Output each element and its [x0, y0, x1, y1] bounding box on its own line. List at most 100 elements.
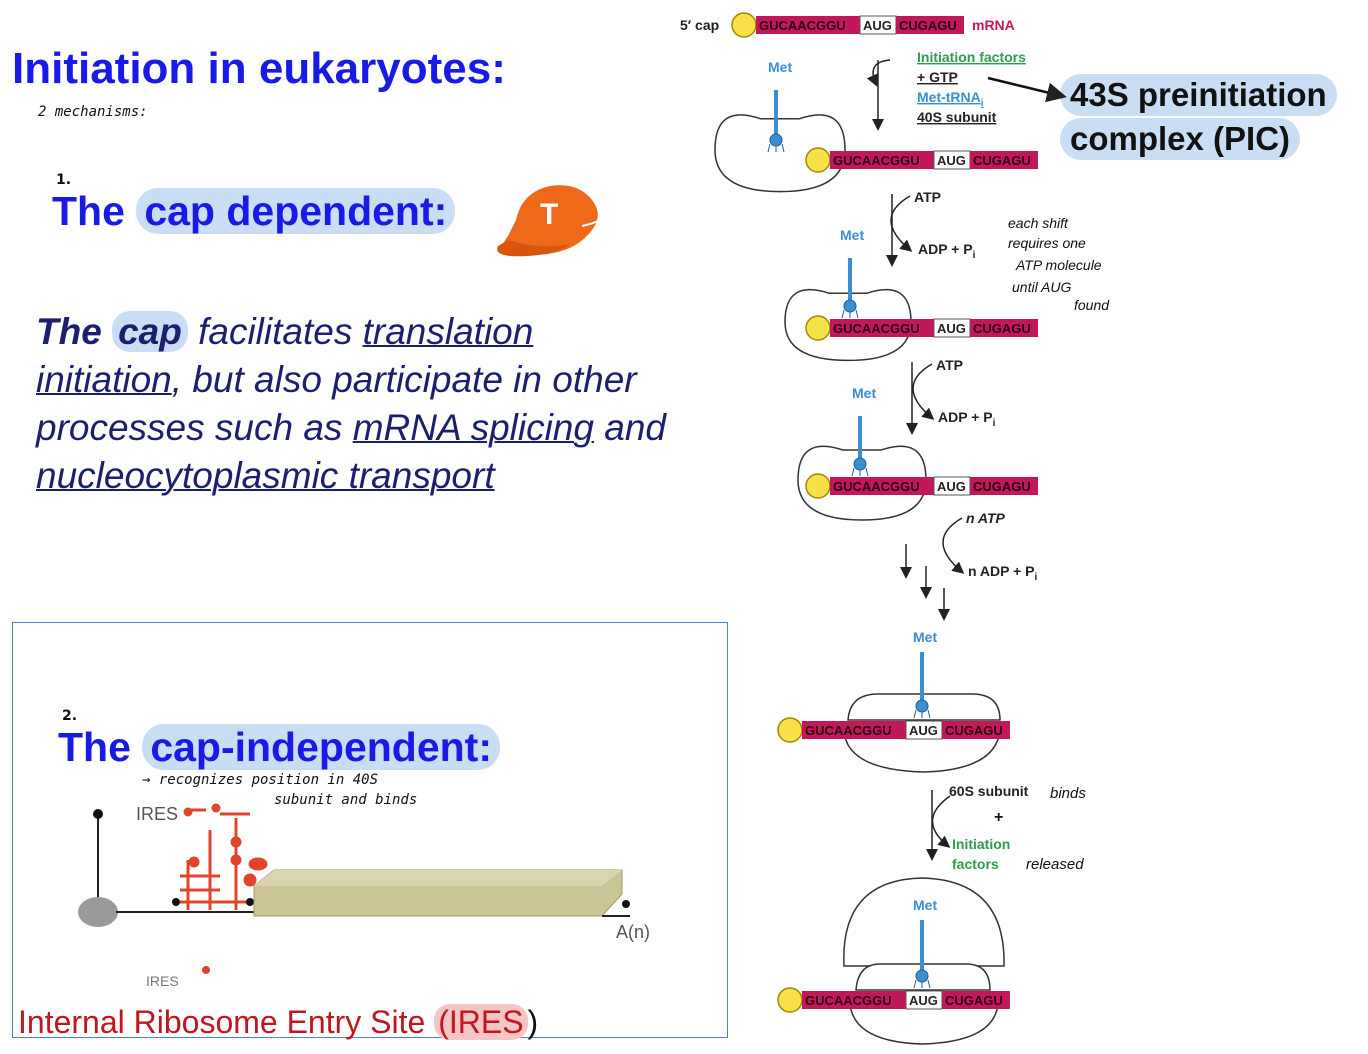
atp-curve-3 [942, 517, 965, 574]
para-text-2: , but also participate in other processe… [36, 359, 637, 448]
seq-text-1: GUCAACGGU [805, 993, 892, 1008]
seq-block-2 [970, 151, 1038, 169]
cap-circle [777, 717, 803, 743]
caption-ires: IRES [448, 1004, 524, 1040]
met-label-2: Met [840, 227, 864, 243]
atp-label-2: ATP [936, 357, 963, 373]
aug-text: AUG [937, 321, 966, 336]
adp-label-2: ADP + Pi [938, 409, 996, 429]
met-label-3: Met [852, 385, 876, 401]
aug-text: AUG [937, 479, 966, 494]
pic-line-1: 43S preinitiation [1060, 74, 1337, 116]
trna-anticodon [843, 299, 857, 313]
seq-text-2: CUGAGU [945, 993, 1003, 1008]
cap-label: 5′ cap [680, 17, 719, 33]
trna-anticodon [915, 969, 929, 983]
sixty-s-label: 60S subunit [949, 783, 1029, 799]
trna-legs [913, 709, 931, 719]
para-the: The [36, 311, 102, 352]
item-2-number: 2. [62, 708, 78, 724]
aug-text: AUG [937, 153, 966, 168]
seq-text-2: CUGAGU [973, 479, 1031, 494]
ires-label-bottom: IRES [146, 973, 179, 989]
caption-open: ( [438, 1004, 449, 1040]
met-label-5: Met [913, 897, 937, 913]
heading-highlight: cap dependent: [136, 188, 456, 234]
tail-dot [622, 900, 630, 908]
svg-text:ATP molecule: ATP molecule [1015, 257, 1102, 273]
trna-anticodon [915, 699, 929, 713]
stalk-tip [93, 809, 103, 819]
ribosome-bottom [843, 729, 1001, 773]
coding-region-top [254, 870, 622, 886]
atp-label-1: ATP [914, 189, 941, 205]
svg-text:T: T [540, 198, 558, 231]
aug-text: AUG [909, 993, 938, 1008]
factors-line-3: Met-tRNAi [917, 89, 984, 109]
caption-ires-highlight: (IRES [434, 1004, 528, 1040]
mechanisms-note: 2 mechanisms: [38, 104, 148, 120]
factor-arrow [866, 59, 891, 87]
seq-block-1 [830, 151, 934, 169]
factors-line-4: 40S subunit [917, 109, 997, 125]
cap-circle [731, 12, 757, 38]
orange-cap-icon: T [497, 185, 601, 257]
para-mrna-splicing: mRNA splicing [352, 407, 594, 448]
seq-block-2 [896, 16, 964, 34]
atp-curve-2 [912, 363, 935, 420]
cap-circle [805, 473, 831, 499]
seq-block-2 [970, 477, 1038, 495]
cap-independent-heading: The cap-independent: [58, 724, 500, 771]
release-curve [931, 795, 951, 848]
trna-legs [913, 979, 931, 989]
ires-bottom-dot [202, 966, 210, 974]
factors-line-1: Initiation factors [917, 49, 1026, 65]
factors-label: factors [952, 856, 999, 872]
released-note: released [1026, 856, 1084, 873]
page-title: Initiation in eukaryotes: [12, 44, 506, 93]
trna-legs [851, 467, 869, 477]
para-text-1: facilitates [187, 311, 363, 352]
seq-block-2 [942, 721, 1010, 739]
n-adp-label: n ADP + Pi [968, 563, 1038, 583]
svg-text:each shift: each shift [1008, 215, 1069, 231]
pic-line-2: complex (PIC) [1060, 118, 1301, 160]
trna-anticodon [769, 133, 783, 147]
para-cap-highlight: cap [112, 311, 188, 352]
mrna-label: mRNA [972, 17, 1015, 33]
svg-text:until AUG: until AUG [1012, 279, 1072, 295]
ires-label: IRES [136, 804, 178, 824]
ires-dot-a [172, 898, 180, 906]
n-atp-label: n ATP [966, 510, 1006, 526]
seq-block-1 [802, 991, 906, 1009]
trna-legs [767, 143, 785, 153]
seq-block-1 [756, 16, 860, 34]
svg-text:found: found [1074, 297, 1110, 313]
heading-prefix: The [52, 188, 125, 234]
para-initiation: initiation [36, 359, 172, 400]
trna-anticodon [853, 457, 867, 471]
ires-note-1: → recognizes position in 40S [142, 772, 379, 788]
shift-note: each shift requires one ATP molecule unt… [1008, 215, 1110, 313]
ribosome-body [714, 114, 846, 193]
met-label-0: Met [768, 59, 792, 75]
binds-note: binds [1050, 785, 1086, 802]
cap-dependent-heading: The cap dependent: [52, 188, 456, 235]
para-translation: translation [362, 311, 534, 352]
seq-block-2 [942, 991, 1010, 1009]
seq-text-1: GUCAACGGU [833, 479, 920, 494]
cap-circle [805, 315, 831, 341]
seq-text-1: GUCAACGGU [833, 321, 920, 336]
seq-block-1 [830, 477, 934, 495]
ires-diagram: IRES A(n) IRES [78, 803, 650, 989]
ires-caption: Internal Ribosome Entry Site (IRES) [18, 1004, 538, 1041]
cap-circle [805, 147, 831, 173]
heading2-highlight: cap-independent: [142, 724, 500, 770]
seq-block-1 [802, 721, 906, 739]
